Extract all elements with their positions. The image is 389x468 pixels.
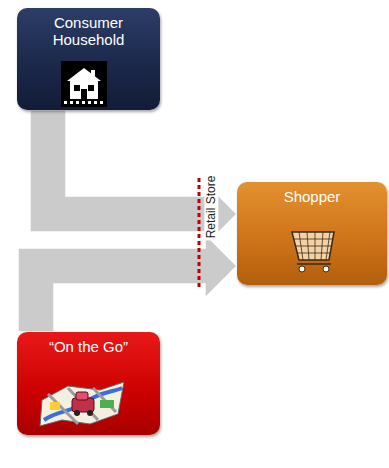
house-icon (61, 61, 107, 107)
boundary-label: Retail Store (204, 173, 218, 240)
node-title: Shopper (262, 188, 362, 205)
node-title: “On the Go” (39, 338, 139, 355)
block-arrow (30, 110, 237, 246)
cart-icon (289, 228, 337, 274)
block-arrow (18, 234, 237, 332)
map-clipart (38, 380, 128, 430)
node-title: Consumer Household (39, 14, 139, 48)
dashed-line (198, 178, 201, 290)
